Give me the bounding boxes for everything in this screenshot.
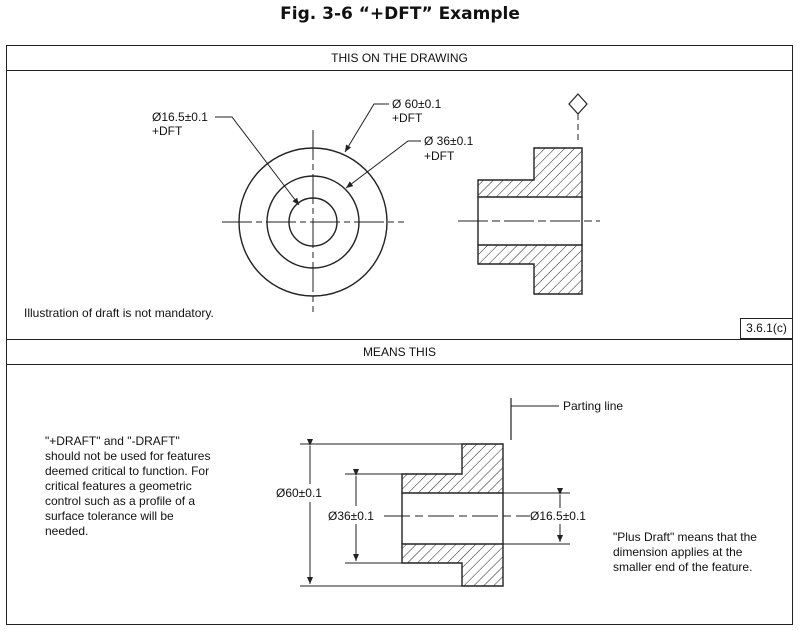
figure-title: Fig. 3-6 “+DFT” Example — [280, 4, 520, 24]
callout-outer-dim: Ø 60±0.1 — [392, 97, 442, 111]
note-left: "+DRAFT" and "-DRAFT" should not be used… — [45, 434, 211, 538]
callout-outer-note: +DFT — [392, 111, 423, 125]
leader-mid — [345, 140, 421, 189]
draft-upper — [401, 443, 504, 494]
callout-small-note: +DFT — [152, 124, 183, 138]
section-upper — [477, 147, 583, 198]
bottom-dimensions — [300, 439, 570, 587]
dim-mid-label: Ø36±0.1 — [328, 509, 374, 523]
parting-line-label: Parting line — [563, 399, 624, 413]
leader-small — [215, 116, 300, 206]
top-panel-header: THIS ON THE DRAWING — [6, 45, 793, 71]
draft-lower — [401, 543, 504, 587]
leader-outer — [344, 103, 389, 153]
callout-mid-note: +DFT — [424, 149, 455, 163]
callout-mid-dim: Ø 36±0.1 — [424, 134, 474, 148]
dim-inner-label: Ø16.5±0.1 — [530, 509, 586, 523]
front-view — [215, 103, 421, 312]
draft-footnote: Illustration of draft is not mandatory. — [24, 306, 214, 320]
section-lower — [477, 244, 583, 295]
bottom-panel-header: MEANS THIS — [6, 339, 793, 365]
reference-box: 3.6.1(c) — [740, 318, 793, 339]
side-section-view — [458, 93, 600, 295]
note-right: "Plus Draft" means that the dimension ap… — [613, 530, 757, 574]
callout-small-dim: Ø16.5±0.1 — [152, 110, 208, 124]
bottom-section-view — [384, 398, 560, 587]
dim-outer-label: Ø60±0.1 — [276, 486, 322, 500]
parting-line-symbol — [568, 93, 588, 115]
